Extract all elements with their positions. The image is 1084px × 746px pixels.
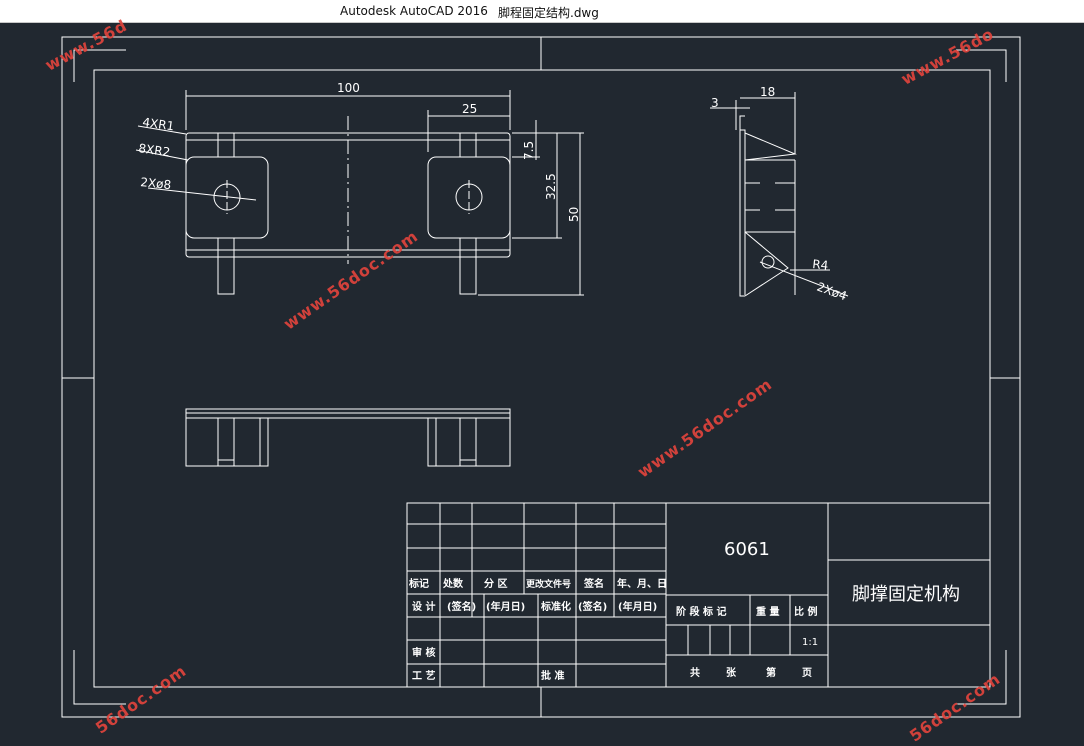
dim-32-5: 32.5 — [544, 173, 558, 200]
front-view — [185, 116, 511, 295]
tb-hdr-sign: 签名 — [583, 577, 604, 590]
tb-scale-value: 1:1 — [802, 637, 818, 648]
tb-material: 6061 — [724, 539, 770, 560]
tb-review: 审 核 — [412, 646, 435, 659]
app-title: Autodesk AutoCAD 2016 — [340, 4, 488, 18]
bottom-view — [185, 408, 511, 467]
side-view — [710, 92, 849, 297]
tb-page-unit: 页 — [802, 667, 812, 679]
tb-design-sign: (签名) — [447, 600, 476, 613]
corner-mark-tl — [73, 49, 126, 82]
drawing-svg[interactable]: 100 25 7.5 32.5 50 4XR1 8XR2 2Xø8 18 3 R… — [0, 22, 1084, 736]
dim-4xr1: 4XR1 — [142, 115, 175, 133]
tb-hdr-count: 处数 — [442, 577, 464, 590]
tb-page: 第 — [766, 666, 776, 679]
file-name: 脚程固定结构.dwg — [498, 6, 599, 20]
tb-hdr-zone: 分 区 — [484, 577, 507, 590]
corner-mark-tr — [956, 49, 1007, 82]
dim-r4: R4 — [812, 257, 829, 273]
tb-hdr-docno: 更改文件号 — [526, 578, 571, 590]
tb-total: 共 — [690, 666, 700, 679]
tb-part-name: 脚撑固定机构 — [852, 584, 960, 605]
dim-2xdia8: 2Xø8 — [140, 175, 172, 192]
dim-50: 50 — [567, 207, 581, 222]
dim-7-5: 7.5 — [522, 141, 536, 160]
drawing-canvas[interactable]: 100 25 7.5 32.5 50 4XR1 8XR2 2Xø8 18 3 R… — [0, 22, 1084, 736]
tb-hdr-date: 年、月、日 — [617, 577, 667, 590]
front-view-dimensions — [135, 90, 584, 296]
tb-standard-sign: (签名) — [578, 600, 607, 613]
dim-3: 3 — [711, 96, 719, 110]
title-block — [406, 502, 991, 688]
tb-sheets: 张 — [726, 666, 737, 679]
tb-design-date: (年月日) — [486, 600, 525, 613]
sheet-outer-border — [61, 36, 1021, 718]
tb-stage-mark: 阶 段 标 记 — [676, 605, 726, 618]
tb-standard: 标准化 — [540, 600, 571, 613]
tb-scale-label: 比 例 — [794, 605, 817, 618]
dim-8xr2: 8XR2 — [138, 141, 171, 159]
corner-mark-br — [956, 650, 1007, 705]
tb-hdr-mark: 标记 — [408, 577, 429, 590]
tb-standard-date: (年月日) — [618, 600, 657, 613]
dim-2xdia4: 2Xø4 — [815, 280, 849, 304]
corner-mark-bl — [73, 650, 126, 705]
tb-approve: 批 准 — [541, 669, 564, 682]
dim-25: 25 — [462, 102, 477, 116]
tb-process: 工 艺 — [412, 669, 435, 682]
tb-design: 设 计 — [412, 600, 435, 613]
tb-weight: 重 量 — [756, 605, 779, 618]
dim-100: 100 — [337, 81, 360, 95]
dim-18: 18 — [760, 85, 775, 99]
window-titlebar: Autodesk AutoCAD 2016 脚程固定结构.dwg — [0, 0, 1084, 23]
